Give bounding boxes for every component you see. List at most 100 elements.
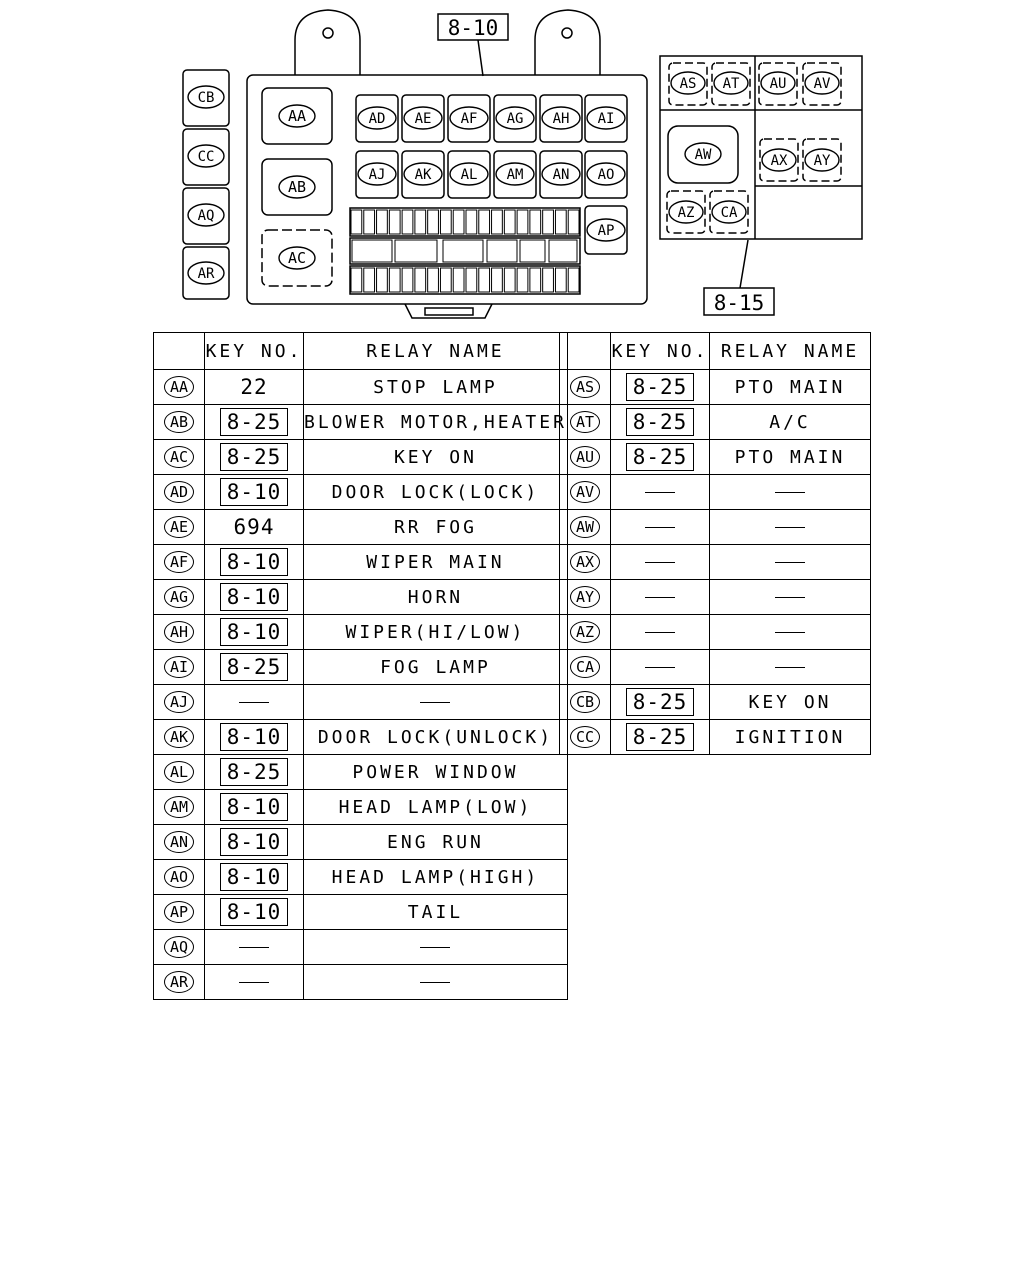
relay-al-label: AL xyxy=(449,162,489,186)
svg-text:AW: AW xyxy=(695,147,712,163)
key-no-cell xyxy=(204,929,304,965)
bottom-connector xyxy=(404,303,493,319)
table-row: AV xyxy=(559,474,871,510)
relay-name-cell: IGNITION xyxy=(709,719,871,755)
key-no-value: 8-25 xyxy=(219,408,289,436)
svg-text:AM: AM xyxy=(507,167,524,183)
key-no-cell: 8-10 xyxy=(204,614,304,650)
svg-text:AZ: AZ xyxy=(678,205,695,221)
relay-ag-label: AG xyxy=(495,106,535,130)
relay-name-cell xyxy=(709,614,871,650)
relay-as-label: AS xyxy=(670,71,706,95)
relay-code: CB xyxy=(569,691,601,713)
svg-text:AG: AG xyxy=(507,111,524,127)
key-no-value: 8-25 xyxy=(625,688,695,716)
header-relay-name: RELAY NAME xyxy=(303,332,568,370)
relay-ay-label: AY xyxy=(804,148,840,172)
key-no-value: 8-10 xyxy=(219,863,289,891)
relay-name: DOOR LOCK(UNLOCK) xyxy=(317,726,554,748)
svg-text:AU: AU xyxy=(770,76,787,92)
svg-text:AA: AA xyxy=(288,107,306,125)
relay-name-cell: FOG LAMP xyxy=(303,649,568,685)
header-key-no: KEY NO. xyxy=(610,332,710,370)
svg-text:AV: AV xyxy=(814,76,831,92)
relay-name-cell: KEY ON xyxy=(709,684,871,720)
relay-code-cell: AS xyxy=(559,369,611,405)
relay-code-cell: AF xyxy=(153,544,205,580)
fuse-strip-bottom xyxy=(349,265,581,295)
header-blank xyxy=(559,332,611,370)
svg-text:AX: AX xyxy=(771,153,788,169)
relay-name-cell: HEAD LAMP(LOW) xyxy=(303,789,568,825)
relay-ca-label: CA xyxy=(711,200,747,224)
relay-name-cell xyxy=(709,649,871,685)
relay-name: KEY ON xyxy=(393,446,477,468)
key-no-cell xyxy=(610,649,710,685)
svg-text:AC: AC xyxy=(288,249,306,267)
relay-code: AG xyxy=(163,586,195,608)
relay-code-cell: AP xyxy=(153,894,205,930)
table-row: AN 8-10 ENG RUN xyxy=(153,824,568,860)
empty-dash xyxy=(420,981,451,984)
mounting-tab-right xyxy=(534,9,601,75)
key-no-cell: 22 xyxy=(204,369,304,405)
header-key-no: KEY NO. xyxy=(204,332,304,370)
table-row: CA xyxy=(559,649,871,685)
key-no-value: 8-10 xyxy=(219,828,289,856)
empty-dash xyxy=(239,946,269,949)
relay-af-label: AF xyxy=(449,106,489,130)
svg-text:AT: AT xyxy=(723,76,740,92)
empty-dash xyxy=(775,561,805,564)
ref-8-15-label: 8-15 xyxy=(714,291,765,315)
relay-code: AQ xyxy=(163,936,195,958)
relay-name-cell xyxy=(709,509,871,545)
relay-name-cell xyxy=(303,929,568,965)
relay-name-cell: KEY ON xyxy=(303,439,568,475)
table-row: AY xyxy=(559,579,871,615)
mounting-tab-left xyxy=(294,9,361,75)
relay-ar-label: AR xyxy=(187,261,225,285)
svg-text:AK: AK xyxy=(415,167,432,183)
table-row: AW xyxy=(559,509,871,545)
key-no-value: 8-10 xyxy=(219,723,289,751)
relay-name-cell: STOP LAMP xyxy=(303,369,568,405)
svg-text:AI: AI xyxy=(598,111,615,127)
relay-code-cell: AD xyxy=(153,474,205,510)
svg-text:AD: AD xyxy=(369,111,386,127)
relay-name-cell: ENG RUN xyxy=(303,824,568,860)
relay-av-label: AV xyxy=(804,71,840,95)
relay-name-cell: TAIL xyxy=(303,894,568,930)
relay-code: AH xyxy=(163,621,195,643)
relay-name: RR FOG xyxy=(393,516,477,538)
table-row: AX xyxy=(559,544,871,580)
relay-name-cell: DOOR LOCK(LOCK) xyxy=(303,474,568,510)
empty-dash xyxy=(420,701,451,704)
svg-text:CB: CB xyxy=(198,90,215,106)
relay-code: AK xyxy=(163,726,195,748)
relay-code-cell: AY xyxy=(559,579,611,615)
empty-dash xyxy=(775,526,805,529)
empty-dash xyxy=(645,491,675,494)
relay-code-cell: CB xyxy=(559,684,611,720)
svg-text:CA: CA xyxy=(721,205,738,221)
svg-text:AP: AP xyxy=(598,223,615,239)
svg-text:AJ: AJ xyxy=(369,167,386,183)
table-row: AR xyxy=(153,964,568,1000)
relay-code-cell: AN xyxy=(153,824,205,860)
header-relay-name: RELAY NAME xyxy=(709,332,871,370)
key-no-value: 8-25 xyxy=(625,408,695,436)
empty-dash xyxy=(775,666,805,669)
key-no-cell xyxy=(610,509,710,545)
relay-name-cell: POWER WINDOW xyxy=(303,754,568,790)
empty-dash xyxy=(645,526,675,529)
key-no-cell: 8-25 xyxy=(610,439,710,475)
